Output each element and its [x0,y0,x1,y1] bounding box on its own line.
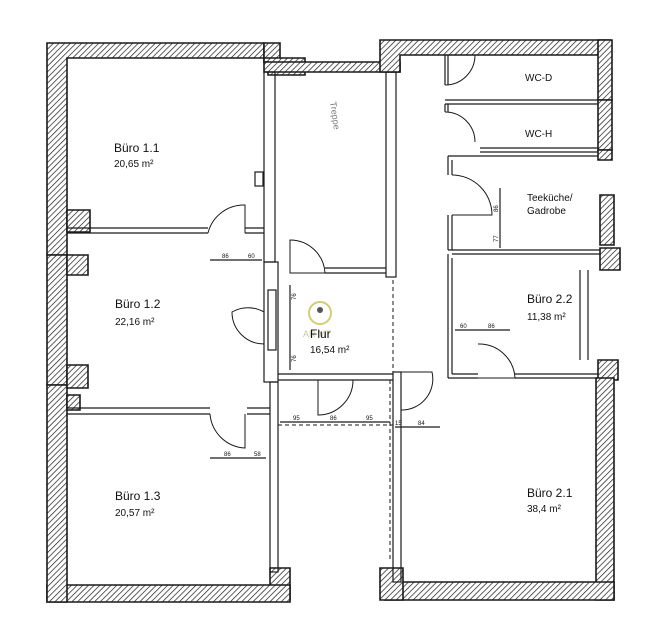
door-buero-1-1 [207,204,246,234]
room-name-teekueche-2: Gadrobe [527,206,566,217]
outer-walls [46,39,621,603]
room-area-buero-1-3: 20,57 m² [115,508,155,519]
dim-label: 95 [293,416,300,422]
dim-label: 86 [222,254,229,260]
room-area-buero-2-2: 11,38 m² [527,312,566,323]
room-name-buero-1-3: Büro 1.3 [115,489,161,503]
dim-label: 86 [488,324,495,330]
room-area-buero-1-1: 20,65 m² [114,159,154,170]
dim-label: 76 [292,355,298,362]
door-wc-h [444,111,476,143]
dim-label: 60 [460,324,467,330]
stair-label: Treppe [328,101,342,130]
staircase: Treppe [328,101,342,130]
door-buero-1-2 [231,307,265,345]
door-buero-2-2 [477,343,516,379]
room-area-flur: 16,54 m² [310,345,350,356]
door-wc-d [444,54,476,86]
dim-label: 86 [494,205,500,212]
window-mark [267,289,277,351]
room-name-teekueche-1: Teeküche/ [527,193,573,204]
watermark-text: AR MT [303,329,332,339]
dim-label: 84 [418,421,425,427]
room-area-buero-2-1: 38,4 m² [527,504,562,515]
dim-label: 76 [292,293,298,300]
room-name-buero-1-1: Büro 1.1 [114,141,160,155]
dim-label: 15 [395,421,402,427]
wall-top-right [379,39,611,73]
door-buero-2-1 [400,371,434,411]
room-area-buero-1-2: 22,16 m² [115,317,155,328]
room-name-buero-1-2: Büro 1.2 [115,297,161,311]
dim-label: 95 [366,416,373,422]
door-flur [317,379,354,416]
dimension-labels: 86 60 86 58 60 86 95 86 95 15 84 76 76 8… [222,205,500,458]
room-name-flur: Flur [310,327,331,341]
room-name-wc-d: WC-D [525,73,552,84]
room-name-wc-h: WC-H [525,129,552,140]
room-name-buero-2-1: Büro 2.1 [527,486,573,500]
dim-label: 60 [248,254,255,260]
doors [207,54,516,449]
watermark: AR MT [303,301,332,339]
door-teekueche [451,174,493,216]
radiator-mark [254,171,264,187]
room-labels: Büro 1.1 20,65 m² Büro 1.2 22,16 m² Büro… [114,73,573,519]
door-buero-1-3 [209,413,246,449]
room-name-buero-2-2: Büro 2.2 [527,292,573,306]
dim-label: 86 [224,452,231,458]
dim-label: 58 [254,452,261,458]
door-stair [289,239,326,274]
dim-label: 86 [330,416,337,422]
dim-label: 77 [494,235,500,242]
interior-walls [67,55,600,583]
